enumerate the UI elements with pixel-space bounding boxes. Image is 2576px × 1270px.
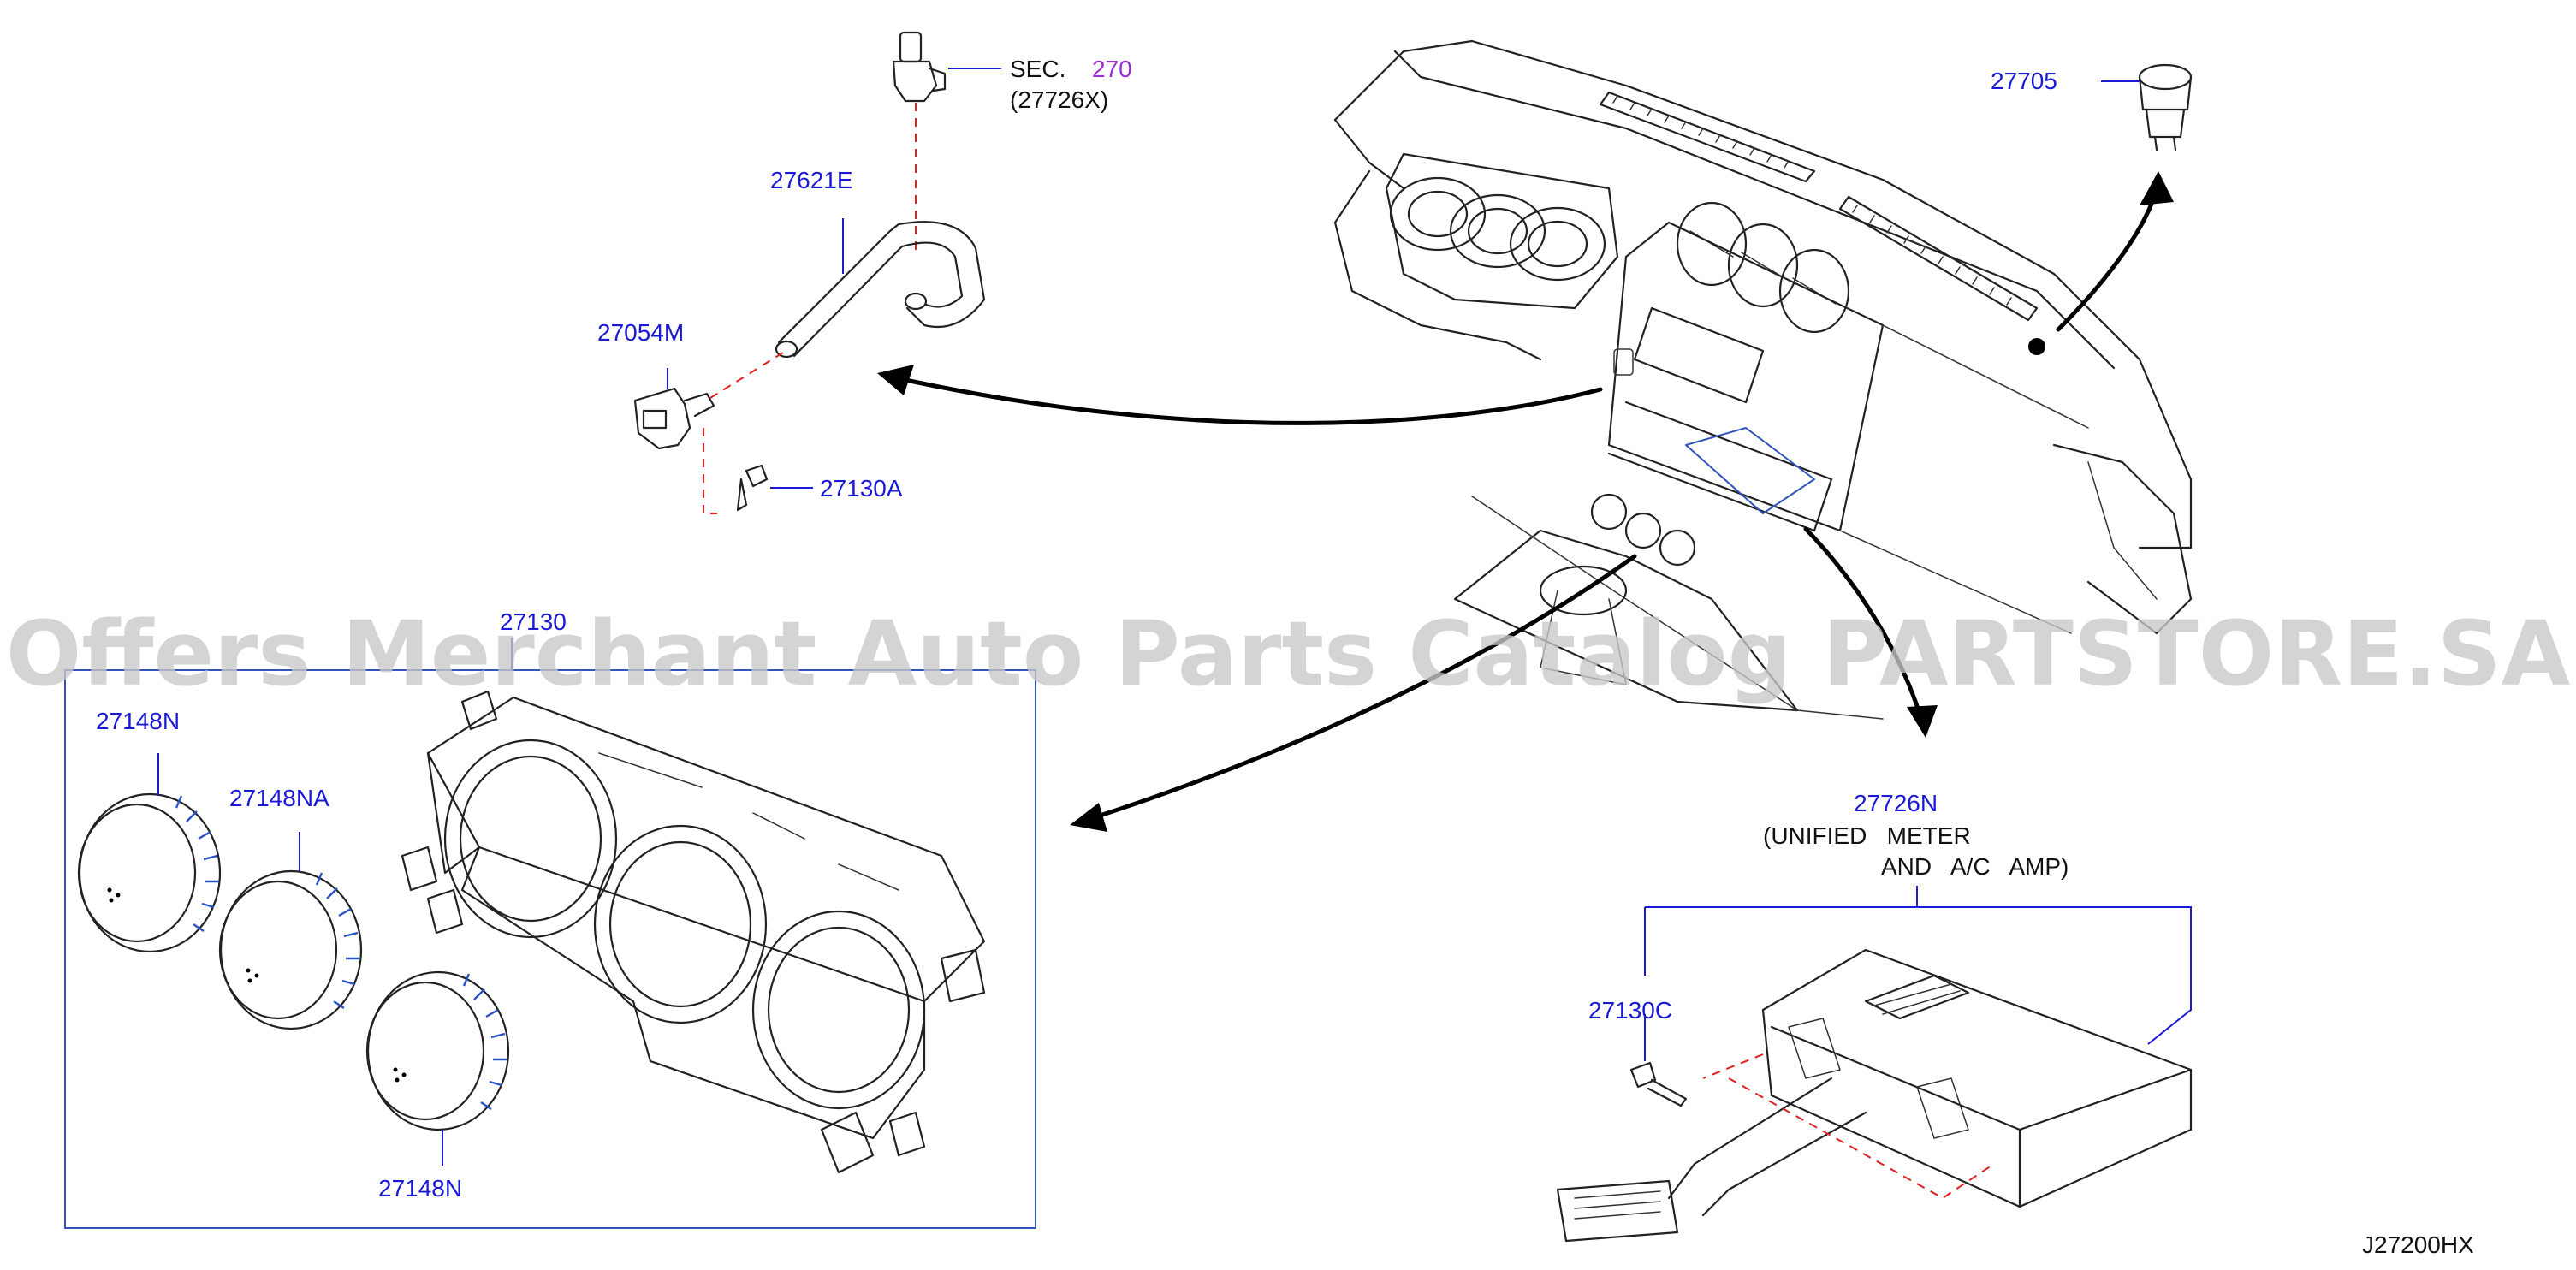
- aspirator-hose-part: [775, 221, 986, 359]
- screw-a-part-number[interactable]: 27130A: [820, 475, 903, 501]
- amp-bracket: [1644, 886, 2192, 1045]
- amp-description-line-2: AND A/C AMP): [1881, 853, 2069, 880]
- sec-ref-label: (27726X): [1010, 86, 1108, 113]
- arrow-to-control-assy: [1084, 554, 1637, 822]
- sec-connector-part: [892, 31, 947, 103]
- hose-part-number[interactable]: 27621E: [770, 167, 853, 193]
- knob-left-part: [77, 792, 222, 953]
- aspirator-group: [633, 31, 1001, 514]
- watermark-text: Offers Merchant Auto Parts Catalog PARTS…: [6, 602, 2570, 706]
- arrow-to-sensor: [887, 374, 1603, 425]
- grille-part-number[interactable]: 27705: [1991, 68, 2057, 94]
- sensor-part-number[interactable]: 27054M: [597, 319, 684, 346]
- aspirator-sensor-part: [633, 387, 715, 450]
- heater-control-unit: [401, 690, 986, 1174]
- screw-c-part-number[interactable]: 27130C: [1588, 997, 1672, 1024]
- sensor-guide-line: [709, 352, 784, 399]
- screw-a-part: [736, 464, 769, 512]
- knob-bottom-part: [365, 970, 510, 1131]
- amp-screw-guide: [1702, 1053, 1764, 1079]
- sec-number-link[interactable]: 270: [1092, 56, 1132, 82]
- control-assy-frame: [64, 669, 1036, 1229]
- amp-part-number[interactable]: 27726N: [1854, 790, 1938, 816]
- unified-meter-ac-amp-part: [1556, 948, 2193, 1243]
- amp-description-line-1: (UNIFIED METER: [1763, 822, 1971, 849]
- arrow-to-grille: [2056, 186, 2159, 332]
- sensor-grille-part: [2138, 63, 2193, 151]
- knob-middle-part: [218, 869, 363, 1030]
- dashboard-illustration: [1333, 39, 2193, 720]
- arrow-to-amp: [1803, 526, 1924, 721]
- diagram-code: J27200HX: [2362, 1231, 2474, 1258]
- control-assy-part-number[interactable]: 27130: [500, 608, 567, 635]
- knob-bottom-part-number[interactable]: 27148N: [378, 1175, 462, 1202]
- screw-c-part: [1629, 1061, 1688, 1107]
- knob-left-part-number[interactable]: 27148N: [96, 708, 180, 734]
- sec-label: SEC.: [1010, 56, 1065, 82]
- callout-arrows: [877, 171, 2174, 832]
- knob-middle-part-number[interactable]: 27148NA: [229, 785, 329, 811]
